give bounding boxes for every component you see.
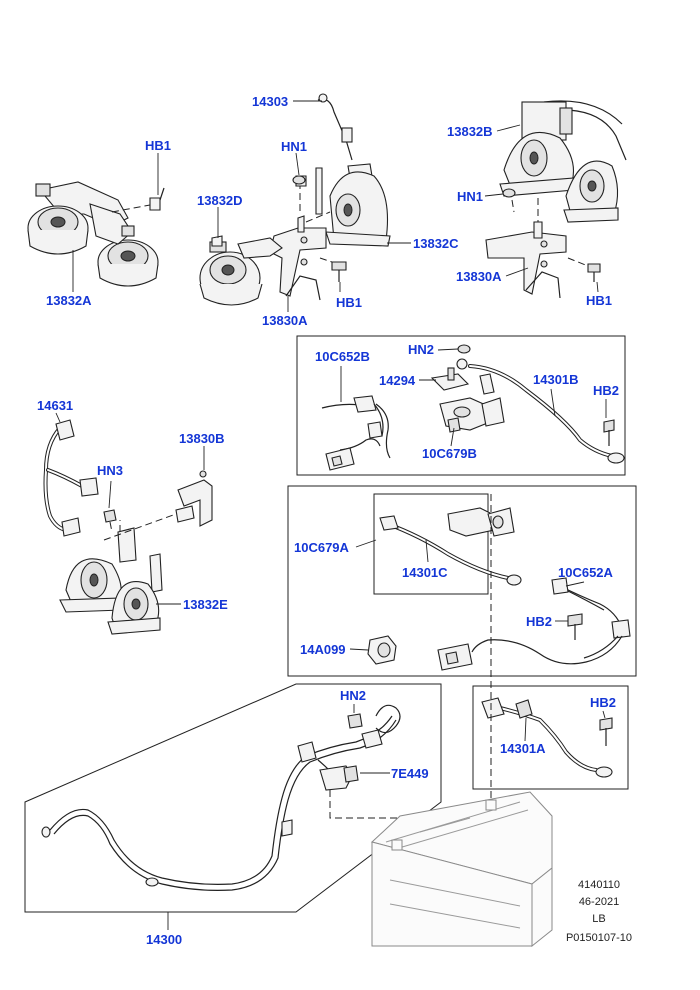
label-hn2-lower: HN2 bbox=[340, 688, 366, 703]
reference-code: 4140110 bbox=[578, 879, 620, 891]
harness-14300-drawing bbox=[41, 704, 401, 891]
sensor-10c679b-drawing bbox=[439, 397, 505, 433]
nut-hn2-lower-drawing bbox=[347, 713, 363, 729]
label-hn2-upper: HN2 bbox=[408, 342, 434, 357]
label-14303: 14303 bbox=[252, 94, 288, 109]
label-14301b: 14301B bbox=[533, 372, 579, 387]
label-hb1-left: HB1 bbox=[145, 138, 171, 153]
label-10c679b: 10C679B bbox=[422, 446, 477, 461]
cable-10c652b-drawing bbox=[321, 395, 391, 471]
cable-10c652a-drawing bbox=[437, 577, 631, 671]
nut-hn1-right-drawing bbox=[502, 188, 516, 213]
group-box-14301c bbox=[373, 493, 489, 595]
nut-hn3-drawing bbox=[103, 509, 117, 533]
label-13832c: 13832C bbox=[413, 236, 459, 251]
group-box-14301a bbox=[472, 685, 629, 790]
label-13832b: 13832B bbox=[447, 124, 493, 139]
harness-14631-drawing bbox=[43, 419, 99, 537]
label-10c652a: 10C652A bbox=[558, 565, 614, 580]
label-hb1-right: HB1 bbox=[586, 293, 612, 308]
bracket-13830b-drawing bbox=[103, 470, 213, 541]
label-14631: 14631 bbox=[37, 398, 73, 413]
bolt-hb2-lower-drawing bbox=[599, 717, 613, 746]
bolt-hb1-right-drawing bbox=[567, 257, 601, 282]
label-14294: 14294 bbox=[379, 373, 416, 388]
reference-side: LB bbox=[592, 913, 605, 925]
reference-date: 46-2021 bbox=[579, 896, 619, 908]
part-14a099-drawing bbox=[367, 635, 397, 665]
bolt-hb2-middle-drawing bbox=[567, 613, 583, 640]
nut-hn1-center-drawing bbox=[292, 175, 306, 185]
label-hn1-right: HN1 bbox=[457, 189, 483, 204]
label-13832e: 13832E bbox=[183, 597, 228, 612]
label-hb2-lower: HB2 bbox=[590, 695, 616, 710]
part-7e449-drawing bbox=[319, 765, 359, 791]
label-10c679a: 10C679A bbox=[294, 540, 350, 555]
label-14301c: 14301C bbox=[402, 565, 448, 580]
label-hb2-upper: HB2 bbox=[593, 383, 619, 398]
label-14300: 14300 bbox=[146, 932, 182, 947]
reference-block: 4140110 46-2021 LB P0150107-10 bbox=[566, 879, 632, 944]
label-hn1-center: HN1 bbox=[281, 139, 307, 154]
reference-illustration-id: P0150107-10 bbox=[566, 932, 632, 944]
group-box-10c679a bbox=[287, 485, 637, 677]
label-14301a: 14301A bbox=[500, 741, 546, 756]
label-10c652b: 10C652B bbox=[315, 349, 370, 364]
label-14a099: 14A099 bbox=[300, 642, 346, 657]
battery-drawing bbox=[370, 791, 553, 948]
horn-13832c-drawing bbox=[269, 93, 391, 301]
label-13830a-right: 13830A bbox=[456, 269, 502, 284]
group-box-14301b bbox=[296, 335, 626, 476]
cable-14301a-drawing bbox=[481, 697, 613, 778]
horn-13832e-drawing bbox=[59, 520, 163, 635]
horn-13832b-drawing bbox=[485, 100, 627, 299]
nut-hn2-upper-drawing bbox=[457, 344, 471, 354]
cable-14301b-drawing bbox=[456, 358, 625, 464]
label-hb1-center: HB1 bbox=[336, 295, 362, 310]
bolt-hb2-upper-drawing bbox=[603, 419, 615, 446]
bolt-hb1-center-drawing bbox=[319, 257, 347, 282]
label-13830b: 13830B bbox=[179, 431, 225, 446]
label-13832d: 13832D bbox=[197, 193, 243, 208]
label-13832a: 13832A bbox=[46, 293, 92, 308]
bracket-14294-drawing bbox=[430, 367, 470, 391]
horn-13832a-drawing bbox=[27, 181, 165, 287]
sensor-10c679a-drawing bbox=[447, 507, 515, 537]
label-13830a-center: 13830A bbox=[262, 313, 308, 328]
label-hn3: HN3 bbox=[97, 463, 123, 478]
label-7e449: 7E449 bbox=[391, 766, 429, 781]
group-box-14300 bbox=[24, 683, 442, 913]
horn-13832d-drawing bbox=[199, 235, 283, 306]
label-hb2-middle: HB2 bbox=[526, 614, 552, 629]
